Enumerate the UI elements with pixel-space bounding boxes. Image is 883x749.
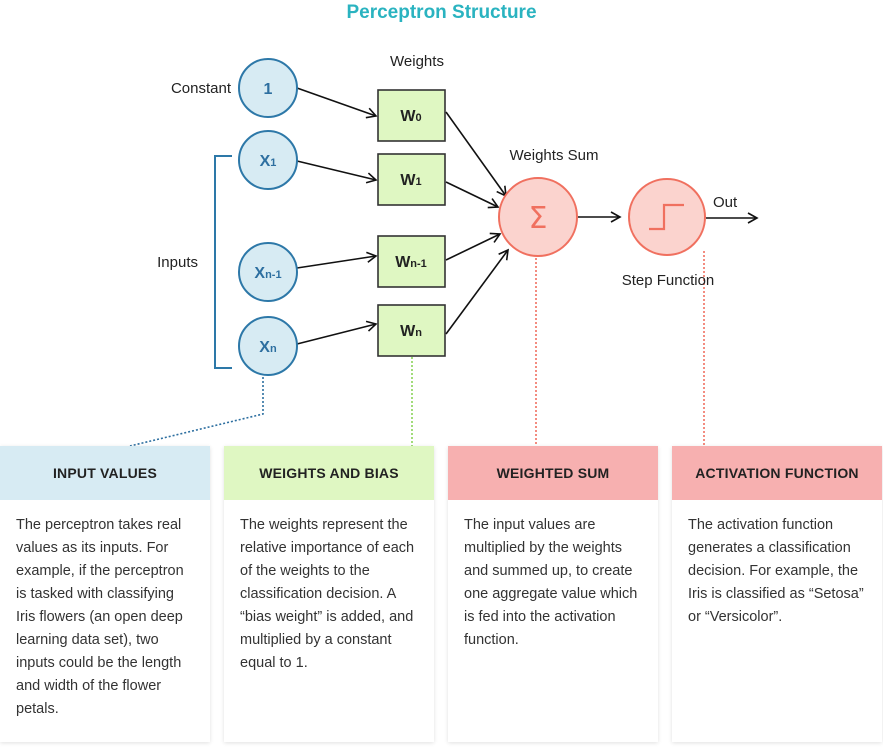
card-body: The weights represent the relative impor…: [240, 517, 415, 671]
svg-text:1: 1: [264, 81, 273, 98]
arrow-xn-wn: [296, 320, 378, 345]
weight-node-w1: W1: [377, 153, 446, 206]
input-node-constant: 1: [238, 58, 298, 118]
sigma-icon: Σ: [529, 201, 548, 236]
sum-node: Σ: [498, 177, 578, 257]
step-function-label: Step Function: [622, 272, 715, 289]
card-heading: WEIGHTED SUM: [448, 446, 658, 500]
input-node-xn-1: Xn-1: [238, 242, 298, 302]
out-label: Out: [713, 194, 738, 211]
card-input-values: INPUT VALUES The perceptron takes real v…: [0, 446, 210, 742]
svg-text:Wn: Wn: [400, 323, 422, 340]
arrow-w0-sum: [445, 111, 507, 198]
inputs-label: Inputs: [157, 254, 198, 271]
weight-node-w0: W0: [377, 89, 446, 142]
input-node-x1: X1: [238, 130, 298, 190]
arrow-x1-w1: [296, 160, 378, 184]
arrow-const-w0: [296, 87, 378, 119]
weight-node-wn: Wn: [377, 304, 446, 357]
svg-text:X1: X1: [260, 153, 277, 170]
step-function-node: [628, 178, 706, 256]
step-function-icon: [649, 203, 684, 231]
svg-text:W1: W1: [400, 172, 421, 189]
svg-text:W0: W0: [400, 108, 421, 125]
card-body: The input values are multiplied by the w…: [464, 517, 638, 648]
arrow-xn1-wn1: [296, 251, 378, 269]
input-connector: [129, 377, 264, 447]
arrow-wn-sum: [445, 248, 509, 335]
weight-node-wn-1: Wn-1: [377, 235, 446, 288]
input-node-xn: Xn: [238, 316, 298, 376]
inputs-bracket: [214, 155, 232, 369]
card-weighted-sum: WEIGHTED SUM The input values are multip…: [448, 446, 658, 742]
card-body: The activation function generates a clas…: [688, 517, 864, 625]
card-heading: ACTIVATION FUNCTION: [672, 446, 882, 500]
svg-text:Wn-1: Wn-1: [395, 254, 427, 271]
arrow-wn1-sum: [445, 232, 502, 261]
card-weights-and-bias: WEIGHTS AND BIAS The weights represent t…: [224, 446, 434, 742]
weights-sum-label: Weights Sum: [510, 147, 599, 164]
card-activation-function: ACTIVATION FUNCTION The activation funct…: [672, 446, 882, 742]
card-heading: WEIGHTS AND BIAS: [224, 446, 434, 500]
svg-text:Xn-1: Xn-1: [254, 265, 281, 282]
arrow-w1-sum: [445, 181, 500, 209]
card-body: The perceptron takes real values as its …: [16, 517, 184, 717]
weights-label: Weights: [390, 53, 444, 70]
constant-label: Constant: [171, 80, 232, 97]
card-heading: INPUT VALUES: [0, 446, 210, 500]
page-title: Perceptron Structure: [346, 2, 537, 23]
svg-text:Xn: Xn: [259, 339, 277, 356]
